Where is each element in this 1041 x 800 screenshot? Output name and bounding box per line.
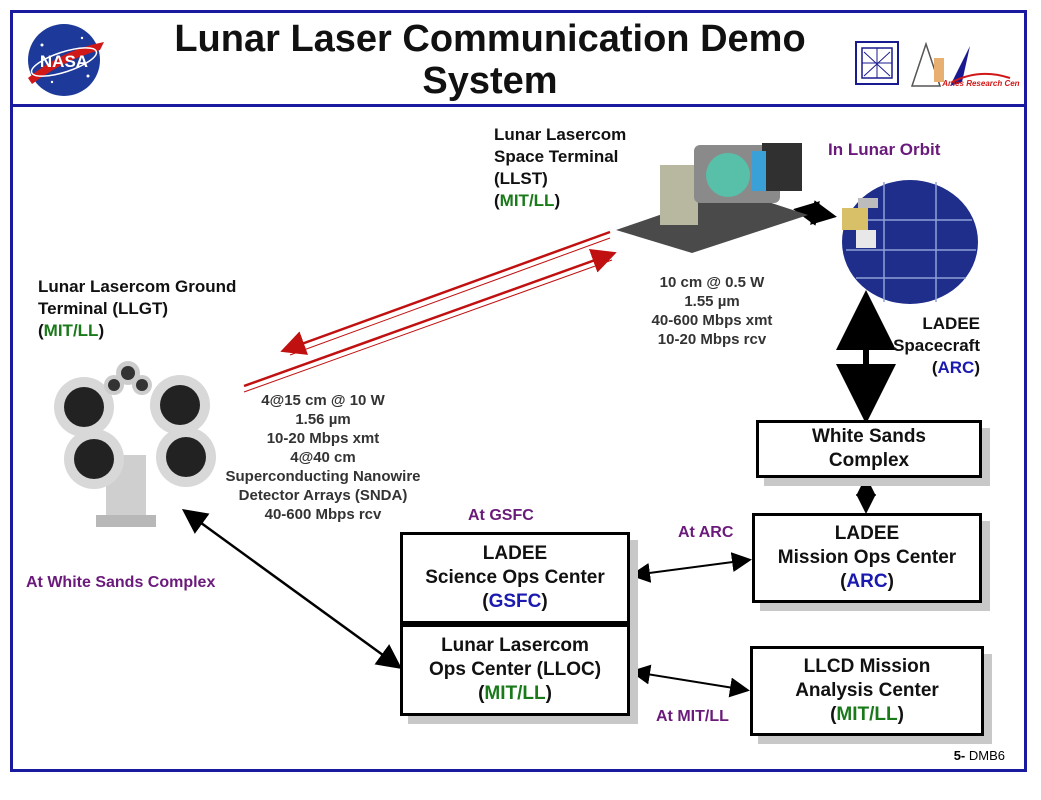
space-terminal-image (616, 143, 808, 253)
partner-logos: Ames Research Center (855, 41, 1020, 88)
orbit-label: In Lunar Orbit (828, 140, 941, 159)
science-ops-center-box: LADEE Science Ops Center (GSFC) (400, 532, 630, 624)
mission-ops-center-box: LADEE Mission Ops Center (ARC) (752, 513, 982, 603)
arrow-terminal-spacecraft (793, 200, 837, 226)
arrow-ground-lloc (181, 509, 403, 669)
ground-terminal-label: Lunar Lasercom Ground Terminal (LLGT) (M… (38, 277, 237, 340)
location-arc: At ARC (678, 524, 734, 541)
arrow-lloc-llcd (630, 664, 750, 698)
lloc-box: Lunar Lasercom Ops Center (LLOC) (MIT/LL… (400, 624, 630, 716)
ground-terminal-specs: 4@15 cm @ 10 W 1.56 µm 10-20 Mbps xmt 4@… (225, 392, 421, 523)
page-number: 5- (953, 748, 966, 763)
nasa-logo: NASA (28, 24, 104, 96)
space-terminal-specs: 10 cm @ 0.5 W 1.55 µm 40-600 Mbps xmt 10… (651, 274, 773, 348)
document-code: DMB6 (968, 748, 1005, 763)
location-white-sands: At White Sands Complex (26, 574, 216, 591)
page-title: Lunar Laser Communication Demo System (174, 18, 806, 102)
laser-downlink (280, 230, 611, 356)
slide-frame (10, 10, 1027, 772)
arrow-science-missionops (630, 552, 752, 583)
ground-terminal-image (54, 361, 216, 527)
header-divider (10, 104, 1027, 107)
white-sands-complex-box: White Sands Complex (756, 420, 982, 478)
nasa-logo-text: NASA (40, 52, 88, 71)
spacecraft-label: LADEE Spacecraft (ARC) (893, 314, 980, 377)
spacecraft-image (842, 180, 978, 304)
location-gsfc: At GSFC (468, 507, 534, 524)
ames-logo-text: Ames Research Center (941, 79, 1020, 88)
space-terminal-label: Lunar Lasercom Space Terminal (LLST) (MI… (494, 125, 627, 210)
laser-uplink (243, 248, 617, 393)
page-footer: 5- DMB6 (954, 748, 1005, 763)
location-mitll: At MIT/LL (656, 708, 729, 725)
llcd-analysis-center-box: LLCD Mission Analysis Center (MIT/LL) (750, 646, 984, 736)
